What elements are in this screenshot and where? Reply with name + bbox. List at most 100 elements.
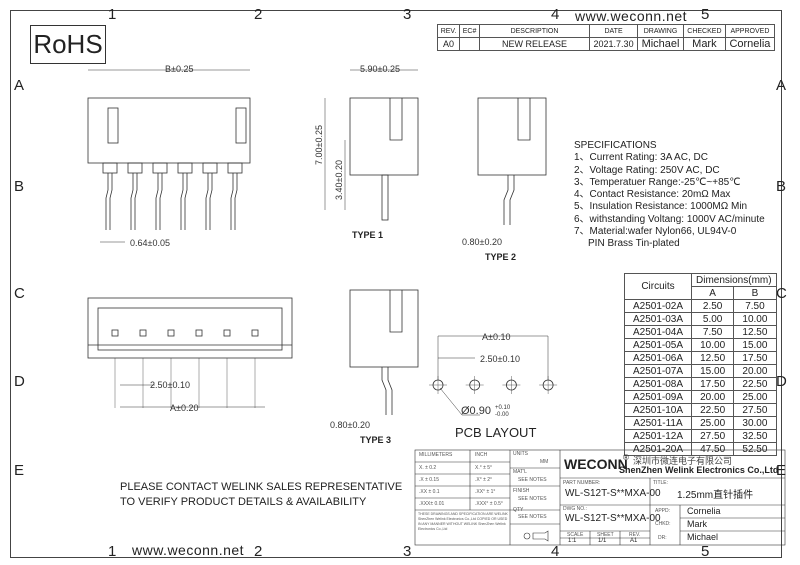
units-label: UNITS: [513, 451, 528, 457]
dim-b: 32.50: [734, 430, 776, 443]
tol-inch: .XX° ± 1°: [475, 489, 495, 495]
side-view-type2: [478, 98, 546, 225]
type2-pin-dimension: 0.80±0.20: [462, 237, 502, 247]
type1-label: TYPE 1: [352, 230, 383, 240]
rev-value: A1: [630, 538, 637, 544]
hole-crosshair: [466, 376, 484, 394]
contact-line: TO VERIFY PRODUCT DETAILS & AVAILABILITY: [120, 495, 402, 510]
dimensions-row: A2501-08A17.5022.50: [625, 378, 777, 391]
dim-b: 10.00: [734, 313, 776, 326]
hole-crosshair: [502, 376, 520, 394]
a-header: A: [692, 287, 734, 300]
dim-b: 15.00: [734, 339, 776, 352]
drawn-label: DR:: [658, 535, 667, 541]
dimensions-row: A2501-05A10.0015.00: [625, 339, 777, 352]
dimensions-row: A2501-04A7.5012.50: [625, 326, 777, 339]
dim-a: 12.50: [692, 352, 734, 365]
checked-by: Mark: [687, 519, 707, 529]
dim-circuit: A2501-02A: [625, 300, 692, 313]
material-value: SEE NOTES: [518, 477, 547, 483]
dim-b: 25.00: [734, 391, 776, 404]
dim-b: 7.50: [734, 300, 776, 313]
dim-circuit: A2501-09A: [625, 391, 692, 404]
hole-diameter: Ø0.90: [461, 405, 491, 417]
pin-top: [168, 330, 174, 336]
spec-item: 7、Material:wafer Nylon66, UL94V-0: [574, 226, 765, 238]
circuits-header: Circuits: [625, 274, 692, 300]
pin-width-dimension: 0.64±0.05: [130, 238, 170, 248]
side-view-type3: [350, 290, 418, 415]
hole-tolerance-minus: -0.00: [495, 412, 509, 418]
pin-housing: [228, 163, 242, 173]
drawn-by: Michael: [687, 532, 718, 542]
tol-inch: .XXX° ± 0.5°: [475, 501, 503, 507]
dimensions-table: CircuitsDimensions(mm) AB A2501-02A2.507…: [624, 273, 777, 456]
side-width-dimension: 5.90±0.25: [360, 64, 400, 74]
pcb-layout: [429, 336, 557, 415]
tol-mm: .X ± 0.15: [419, 477, 439, 483]
tol-mm: .XXX± 0.01: [419, 501, 444, 507]
approved-label: APPD:: [655, 508, 670, 514]
title-label: TITLE:: [653, 480, 668, 486]
pin-housing: [203, 163, 217, 173]
finish-value: SEE NOTES: [518, 496, 547, 502]
type3-label: TYPE 3: [360, 435, 391, 445]
part-number: WL-S12T-S**MXA-00: [565, 488, 661, 499]
pin-housing: [128, 163, 142, 173]
height-dimension: 7.00±0.25: [314, 125, 324, 165]
inch-label: INCH: [475, 452, 487, 458]
pin: [231, 173, 237, 230]
b-header: B: [734, 287, 776, 300]
dim-circuit: A2501-10A: [625, 404, 692, 417]
dimensions-row: A2501-12A27.5032.50: [625, 430, 777, 443]
pin-top: [112, 330, 118, 336]
dim-b: 27.50: [734, 404, 776, 417]
pin-height-dimension: 3.40±0.20: [334, 160, 344, 200]
type3-pin-dimension: 0.80±0.20: [330, 420, 370, 430]
dim-circuit: A2501-07A: [625, 365, 692, 378]
dim-circuit: A2501-03A: [625, 313, 692, 326]
pitch-dimension: 2.50±0.10: [150, 380, 190, 390]
approved-by: Cornelia: [687, 506, 721, 516]
dim-a: 5.00: [692, 313, 734, 326]
pin: [181, 173, 187, 230]
hole-tolerance-plus: +0.10: [495, 405, 511, 411]
dimensions-header: Dimensions(mm): [692, 274, 777, 287]
pin-top: [140, 330, 146, 336]
dim-b: 17.50: [734, 352, 776, 365]
pcb-layout-title: PCB LAYOUT: [455, 425, 536, 440]
registered-mark: ®: [623, 453, 629, 462]
dim-b: 30.00: [734, 417, 776, 430]
dim-circuit: A2501-11A: [625, 417, 692, 430]
dimensions-row: A2501-07A15.0020.00: [625, 365, 777, 378]
dimensions-row: A2501-11A25.0030.00: [625, 417, 777, 430]
spec-item: 4、Contact Resistance: 20mΩ Max: [574, 189, 765, 201]
qty-label: QTY: [513, 507, 523, 513]
pin-top: [252, 330, 258, 336]
pcb-a-dimension: A±0.10: [482, 332, 510, 342]
copyright-notice: THESE DRAWINGS AND SPECIFICATION ARE WEL…: [418, 512, 508, 532]
dim-circuit: A2501-06A: [625, 352, 692, 365]
sheet-value: 1/1: [598, 538, 606, 544]
pin-top: [224, 330, 230, 336]
scale-value: 1:1: [568, 538, 576, 544]
tol-mm: .XX ± 0.1: [419, 489, 440, 495]
dwg-number: WL-S12T-S**MXA-00: [565, 513, 661, 524]
hole-crosshair: [539, 376, 557, 394]
spec-item: 1、Current Rating: 3A AC, DC: [574, 152, 765, 164]
pin: [206, 173, 212, 230]
tol-mm: X. ± 0.2: [419, 465, 436, 471]
part-number-label: PART NUMBER:: [563, 480, 600, 486]
dim-b: 12.50: [734, 326, 776, 339]
pin-housing: [103, 163, 117, 173]
a-dimension: A±0.20: [170, 403, 198, 413]
dim-a: 27.50: [692, 430, 734, 443]
dim-b: 20.00: [734, 365, 776, 378]
dim-a: 15.00: [692, 365, 734, 378]
pin-housing: [178, 163, 192, 173]
contact-notice: PLEASE CONTACT WELINK SALES REPRESENTATI…: [120, 480, 402, 510]
dimensions-row: A2501-09A20.0025.00: [625, 391, 777, 404]
pin: [106, 173, 112, 230]
dim-circuit: A2501-12A: [625, 430, 692, 443]
